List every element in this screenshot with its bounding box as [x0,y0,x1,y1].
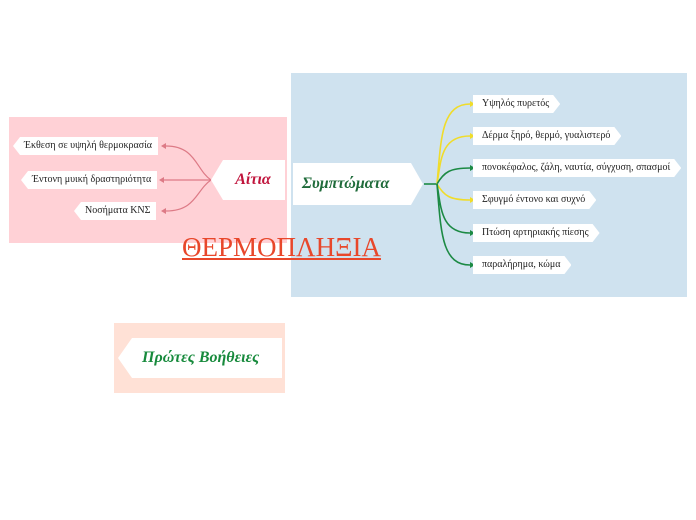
causes-label: Αίτια [235,171,271,188]
symptom-leaf-2[interactable]: Δέρμα ξηρό, θερμό, γυαλιστερό [473,127,621,145]
cause-leaf-2[interactable]: Έντονη μυική δραστηριότητα [21,171,158,189]
symptoms-node[interactable]: Συμπτώματα [293,163,423,205]
symptom-leaf-4[interactable]: Σφυγμό έντονο και συχνό [473,191,596,209]
symptom-leaf-1[interactable]: Υψηλός πυρετός [473,95,560,113]
central-topic-title[interactable]: ΘΕΡΜΟΠΛΗΞΙΑ [182,232,381,262]
symptoms-label: Συμπτώματα [302,175,390,192]
causes-node[interactable]: Αίτια [211,160,285,200]
cause-leaf-1[interactable]: Έκθεση σε υψηλή θερμοκρασία [13,137,159,155]
symptom-leaf-6[interactable]: παραλήρημα, κώμα [473,256,571,274]
cause-leaf-3[interactable]: Νοσήματα ΚΝΣ [74,202,157,220]
first-aid-label: Πρώτες Βοήθειες [142,349,260,366]
symptom-leaf-5[interactable]: Πτώση αρτηριακής πίεσης [473,224,600,242]
first-aid-node[interactable]: Πρώτες Βοήθειες [118,338,282,378]
symptom-leaf-3[interactable]: πονοκέφαλος, ζάλη, ναυτία, σύγχυση, σπασ… [473,159,681,177]
